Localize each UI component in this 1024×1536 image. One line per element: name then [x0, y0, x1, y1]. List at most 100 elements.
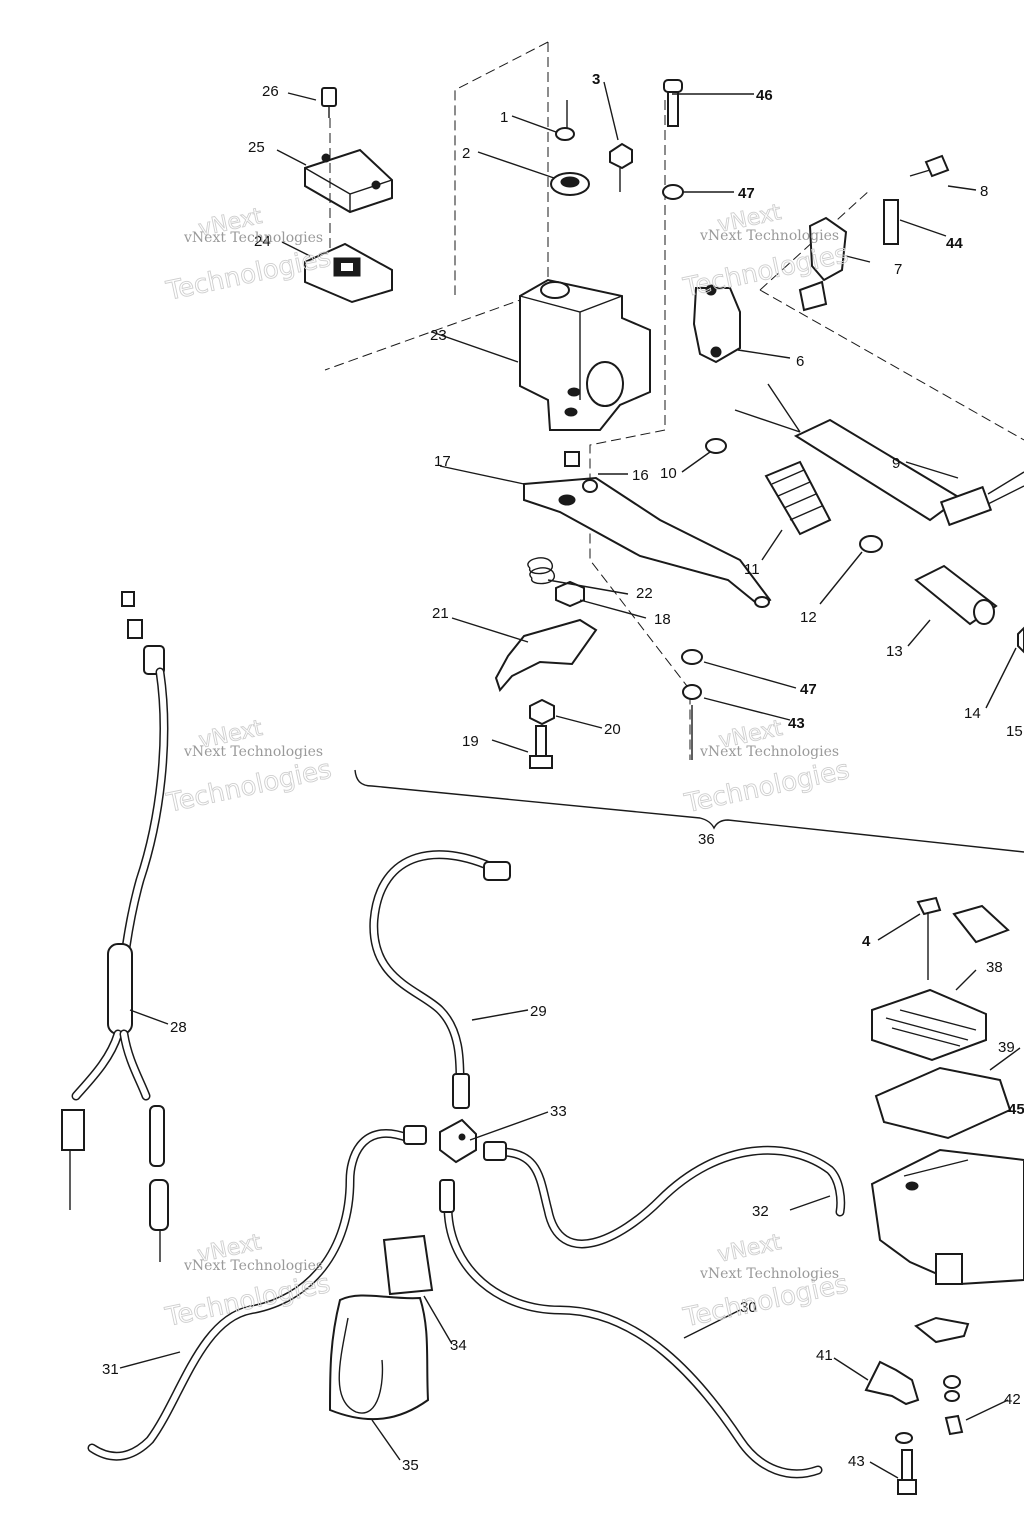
- watermark-text-top-left: vNext Technologies: [183, 230, 323, 246]
- throttle-cable: [61, 591, 169, 1262]
- lock-washer: [682, 684, 702, 700]
- callout-13: 13: [886, 643, 903, 660]
- callout-4: 4: [862, 933, 871, 950]
- washer: [555, 127, 575, 141]
- reservoir-diaphragm: [304, 242, 393, 304]
- cover-label: [952, 904, 1010, 944]
- callout-42: 42: [1004, 1391, 1021, 1408]
- washer-top: [662, 184, 684, 200]
- callout-16: 16: [632, 467, 649, 484]
- callout-labels: 1 2 3 4 6 7 8 9 10 11 12 13 14 15 16 17 …: [102, 71, 1024, 1474]
- callout-19: 19: [462, 733, 479, 750]
- clamp-bolt: [944, 1414, 964, 1436]
- pivot-bolt: [663, 79, 683, 127]
- clamp-lock-washer: [944, 1390, 960, 1402]
- callout-14: 14: [964, 705, 981, 722]
- callout-33: 33: [550, 1103, 567, 1120]
- callout-31: 31: [102, 1361, 119, 1378]
- callout-32: 32: [752, 1203, 769, 1220]
- assembly-bracket: [354, 769, 1024, 853]
- lower-clamp: [864, 1360, 920, 1406]
- svg-text:Technologies: Technologies: [162, 1269, 333, 1333]
- switch-pad: [883, 199, 899, 245]
- callout-7: 7: [894, 261, 902, 278]
- banjo-bolt: [609, 142, 633, 192]
- spacer-ring: [859, 535, 883, 553]
- brake-hose-29: [369, 850, 511, 1109]
- switch-screw: [909, 154, 950, 178]
- master-cylinder-lower: [870, 1148, 1024, 1286]
- callout-44: 44: [946, 235, 963, 252]
- piston-end: [1017, 626, 1024, 654]
- callout-38: 38: [986, 959, 1003, 976]
- piston-boot: [914, 564, 998, 626]
- watermark-text-mid-left: vNext Technologies: [183, 744, 323, 760]
- watermark-text-top-right: vNext Technologies: [699, 228, 839, 244]
- watermark-bottom-left: vNext Technologies: [162, 1230, 333, 1334]
- brake-hose-31: [87, 1125, 427, 1461]
- callout-36: 36: [698, 831, 715, 848]
- brake-light-switch: [734, 383, 1024, 527]
- callout-3: 3: [592, 71, 600, 88]
- callout-23: 23: [430, 327, 447, 344]
- watermark-mid-right: vNext Technologies: [681, 715, 852, 819]
- callout-22: 22: [636, 585, 653, 602]
- lever-spring: [527, 557, 555, 585]
- parking-lock: [494, 618, 598, 692]
- handlebar-clamp: [692, 287, 741, 364]
- callout-46: 46: [756, 87, 773, 104]
- leader-lines: [119, 81, 1021, 1479]
- brake-lever: [523, 476, 772, 608]
- callout-9: 9: [892, 455, 900, 472]
- reservoir-screw: [321, 87, 337, 118]
- watermark-text-mid-right: vNext Technologies: [699, 744, 839, 760]
- hose-tee: [439, 1118, 477, 1164]
- pivot-nut: [529, 698, 555, 726]
- cover-screw: [916, 896, 942, 916]
- bottom-washer: [895, 1432, 913, 1444]
- callout-25: 25: [248, 139, 265, 156]
- callout-43-upper: 43: [788, 715, 805, 732]
- lever-bushing: [564, 451, 580, 467]
- callout-8: 8: [980, 183, 988, 200]
- callout-29: 29: [530, 1003, 547, 1020]
- callout-26: 26: [262, 83, 279, 100]
- clamp-washer: [943, 1375, 961, 1389]
- callout-34: 34: [450, 1337, 467, 1354]
- watermark-text-bottom-right: vNext Technologies: [699, 1266, 839, 1282]
- pivot-bolt-lower: [529, 725, 553, 769]
- parts-bag: [328, 1294, 430, 1421]
- callout-24: 24: [254, 233, 271, 250]
- callout-18: 18: [654, 611, 671, 628]
- callout-6: 6: [796, 353, 804, 370]
- callout-17: 17: [434, 453, 451, 470]
- switch-bracket: [798, 216, 848, 312]
- lever-pin: [582, 479, 598, 493]
- reservoir-cap: [871, 988, 987, 1062]
- svg-text:vNext: vNext: [715, 1230, 783, 1268]
- callout-10: 10: [660, 465, 677, 482]
- callout-35: 35: [402, 1457, 419, 1474]
- lever-nut: [555, 580, 585, 608]
- callout-47-lower: 47: [800, 681, 817, 698]
- callout-30: 30: [740, 1299, 757, 1316]
- callout-43-lower: 43: [848, 1453, 865, 1470]
- callout-12: 12: [800, 609, 817, 626]
- callout-45: 45: [1008, 1101, 1024, 1118]
- cap-gasket: [874, 1066, 1012, 1140]
- svg-text:Technologies: Technologies: [163, 243, 334, 307]
- callout-15: 15: [1006, 723, 1023, 740]
- watermark-mid-left: vNext Technologies: [163, 715, 334, 819]
- callout-1: 1: [500, 109, 508, 126]
- assembly-outline: [324, 41, 1024, 760]
- plunger-washer: [705, 438, 727, 454]
- boot-ring: [914, 1316, 970, 1344]
- watermark-text-bottom-left: vNext Technologies: [183, 1258, 323, 1274]
- brake-hose-32: [483, 1141, 846, 1249]
- reservoir-cover: [304, 148, 393, 214]
- master-cylinder-body: [519, 278, 651, 431]
- brake-hose-30: [439, 1179, 823, 1479]
- washer-lower: [681, 649, 703, 665]
- callout-21: 21: [432, 605, 449, 622]
